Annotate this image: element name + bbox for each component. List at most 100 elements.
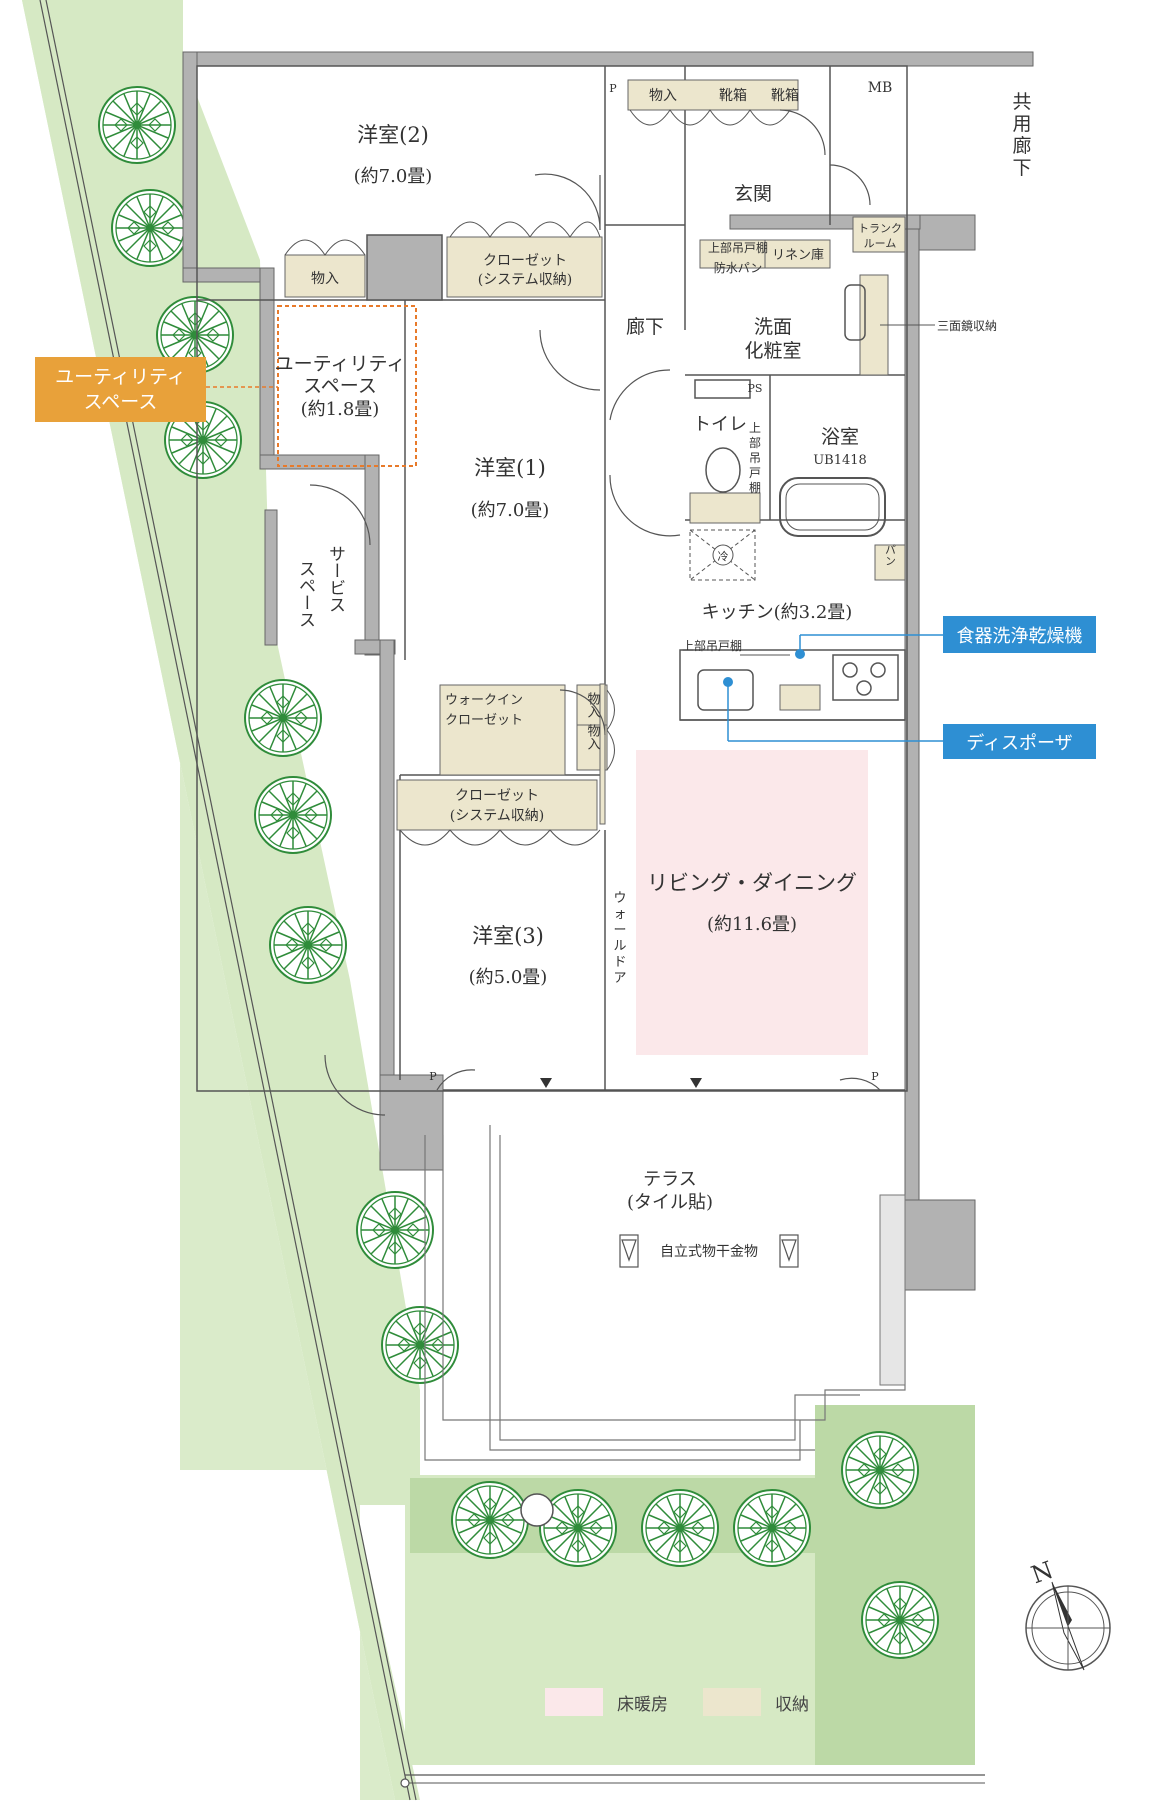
monoire-w1-b: 物入 xyxy=(585,724,601,750)
kitchen-counter xyxy=(679,649,906,721)
monoire-entrance: 物入 xyxy=(649,88,677,104)
trunk-line2: ルーム xyxy=(864,237,897,250)
monoire-w2: 物入 xyxy=(311,271,339,287)
washbasin xyxy=(844,284,866,341)
svg-text:共: 共 xyxy=(1012,91,1031,113)
svg-text:下: 下 xyxy=(1012,157,1031,179)
tree-icon xyxy=(381,1306,459,1384)
dishwasher-callout-text: 食器洗浄乾燥機 xyxy=(956,625,1083,647)
svg-text:部: 部 xyxy=(749,435,761,450)
sink xyxy=(697,669,754,711)
living-size: (約11.6畳) xyxy=(707,914,797,935)
corridor-label: 廊下 xyxy=(626,316,664,338)
svg-text:用: 用 xyxy=(1012,113,1031,135)
fridge-space xyxy=(689,529,756,581)
disposer-callout: ディスポーザ xyxy=(943,724,1096,759)
tree-icon xyxy=(539,1489,617,1567)
closet3-line2: (システム収納) xyxy=(450,808,545,824)
bathtub xyxy=(779,477,886,537)
tree-icon xyxy=(98,86,176,164)
pan-label: パン xyxy=(884,544,897,566)
closet-line2: (システム収納) xyxy=(478,272,573,288)
room-western1-size: (約7.0畳) xyxy=(471,500,550,521)
utility-callout: ユーティリティ スペース xyxy=(35,357,206,422)
disposer-callout-text: ディスポーザ xyxy=(966,732,1073,754)
room-western1-name: 洋室(1) xyxy=(474,456,546,480)
legend-swatch-storage xyxy=(703,1688,761,1716)
utility-size: (約1.8畳) xyxy=(301,399,380,420)
tree-icon xyxy=(641,1489,719,1567)
mirror-label: 三面鏡収納 xyxy=(937,318,997,333)
terrace-line2: (タイル貼) xyxy=(627,1192,713,1213)
utility-line1: ユーティリティ xyxy=(275,353,406,375)
bathroom-model: UB1418 xyxy=(813,453,867,468)
svg-text:ウ: ウ xyxy=(613,891,626,906)
compass-icon xyxy=(1025,1581,1111,1671)
p-label-1: P xyxy=(609,82,617,95)
svg-text:上: 上 xyxy=(749,421,761,435)
garden-strip-left xyxy=(22,0,395,1800)
linen-label: リネン庫 xyxy=(772,248,824,263)
wall-door-label: ウ ォ ー ル ド ア xyxy=(613,891,626,986)
room-western2-size: (約7.0畳) xyxy=(354,166,433,187)
mb-label: MB xyxy=(868,80,893,96)
tree-icon xyxy=(356,1191,434,1269)
terrace-line1: テラス xyxy=(643,1169,697,1190)
washroom-line2: 化粧室 xyxy=(744,340,801,362)
entrance-label: 玄関 xyxy=(734,183,772,205)
svg-text:廊: 廊 xyxy=(1012,135,1031,157)
walkin-line2: クローゼット xyxy=(445,713,523,728)
tree-icon xyxy=(244,679,322,757)
svg-text:吊: 吊 xyxy=(749,451,761,465)
svg-text:ル: ル xyxy=(613,939,626,954)
tree-icon xyxy=(861,1581,939,1659)
utility-line2: スペース xyxy=(303,375,377,397)
upper-shelf-line1: 上部吊戸棚 xyxy=(708,240,768,255)
trunk-line1: トランク xyxy=(858,222,902,235)
tree-icon xyxy=(733,1489,811,1567)
kitchen-label: キッチン(約3.2畳) xyxy=(702,602,853,623)
svg-text:ー: ー xyxy=(613,923,626,938)
room-western2-name: 洋室(2) xyxy=(357,123,429,147)
tree-icon xyxy=(841,1431,919,1509)
washroom-line1: 洗面 xyxy=(754,316,792,338)
tree-icon xyxy=(254,776,332,854)
legend-label-storage: 収納 xyxy=(775,1694,809,1715)
garden-light-icon xyxy=(520,1493,554,1527)
legend-storage: 収納 xyxy=(703,1688,809,1716)
service-line2: スペース xyxy=(295,560,315,628)
shoebox-2: 靴箱 xyxy=(771,88,799,104)
dishwasher-callout: 食器洗浄乾燥機 xyxy=(943,616,1096,653)
svg-text:戸: 戸 xyxy=(749,466,761,480)
drying-hardware-icon xyxy=(619,1234,799,1268)
walkin-line1: ウォークイン xyxy=(445,693,523,708)
legend-floor-heating: 床暖房 xyxy=(545,1688,668,1716)
svg-text:ア: ア xyxy=(613,971,626,986)
closet-line1: クローゼット xyxy=(483,253,567,269)
upper-shelf-line2: 防水パン xyxy=(714,260,763,275)
living-name: リビング・ダイニング xyxy=(647,871,857,895)
upper-shelf-kitchen-label: 上部吊戸棚 xyxy=(682,638,742,653)
floor-heating-area xyxy=(636,750,868,1055)
drying-label: 自立式物干金物 xyxy=(660,1244,758,1260)
room-western3-size: (約5.0畳) xyxy=(469,967,548,988)
tree-icon xyxy=(451,1481,529,1559)
svg-text:ォ: ォ xyxy=(613,907,626,922)
terrace-planter xyxy=(879,1194,906,1386)
closet3-line1: クローゼット xyxy=(455,788,539,804)
utility-space-outline xyxy=(277,305,417,467)
upper-shelf-toilet-label: 上 部 吊 戸 棚 xyxy=(749,421,761,495)
legend-swatch-floor-heating xyxy=(545,1688,603,1716)
room-western3-name: 洋室(3) xyxy=(472,924,544,948)
legend-label-floor-heating: 床暖房 xyxy=(617,1694,668,1715)
utility-callout-line1: ユーティリティ xyxy=(55,365,186,388)
p-label-3: P xyxy=(871,1070,879,1083)
utility-callout-line2: スペース xyxy=(83,390,158,413)
ps-label: PS xyxy=(748,382,763,395)
stove xyxy=(832,654,899,701)
service-line1: サービス xyxy=(325,545,345,613)
common-corridor-label: 共 用 廊 下 xyxy=(1012,91,1031,179)
toilet-label: トイレ xyxy=(693,414,747,435)
fridge-label: 冷 xyxy=(718,550,729,563)
